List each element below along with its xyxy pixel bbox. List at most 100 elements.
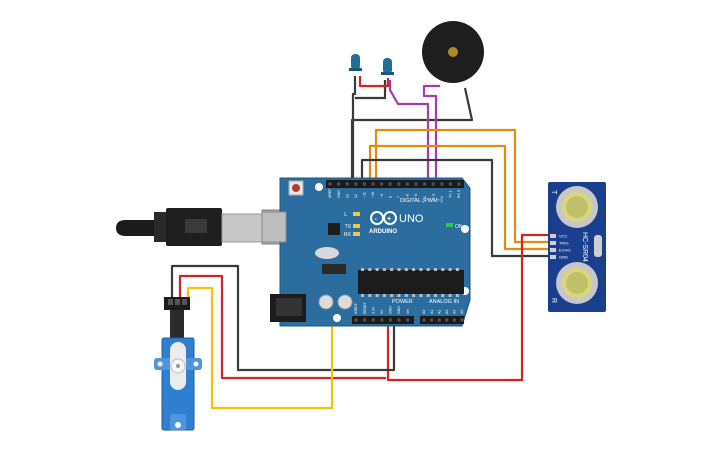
echo-wire [368,144,548,251]
led1-ground-wire [351,76,357,180]
chip-leg [434,294,437,297]
led-1[interactable] [349,54,362,71]
pin-label: Vin [406,309,410,314]
pin-socket[interactable] [362,182,366,186]
pin-socket[interactable] [423,182,427,186]
pin-socket[interactable] [440,182,444,186]
pin-socket[interactable] [445,318,449,322]
sensor-vcc-wire [386,233,548,382]
pin-socket[interactable] [437,318,441,322]
pin-socket[interactable] [448,182,452,186]
led1-red-wire [358,76,390,88]
pin-socket[interactable] [422,318,426,322]
pin-socket[interactable] [457,182,461,186]
pin-label: ~6 [406,194,410,198]
pin-socket[interactable] [388,318,392,322]
pin-socket[interactable] [380,318,384,322]
board-model: UNO [399,213,424,225]
power-label: POWER [392,299,413,305]
pin-label: RESET [363,301,367,314]
chip-leg [455,294,459,297]
buzzer-signal-wire [422,84,440,180]
pin-label: AREF [328,188,332,198]
sensor-pin-label: TRIG [559,241,569,246]
pin-label: ~5 [414,194,418,198]
led-2[interactable] [381,58,394,75]
arduino-logo-icon: - + [370,211,397,225]
chip-leg [390,268,394,271]
chip-leg [419,268,423,271]
sensor-pin-label: VCC [559,234,568,239]
pin-label: GND [397,306,401,314]
servo-gnd-wire [170,264,396,372]
servo-motor[interactable] [154,297,202,431]
chip-leg [397,294,401,297]
pin-socket[interactable] [380,182,384,186]
pin-label: 2 [440,196,444,198]
on-label: ON [455,224,463,230]
pin-label: ~9 [380,194,384,198]
sensor-mark-r: R [550,298,557,303]
pin-label: ~11 [363,192,367,198]
sensor-model: HC-SR04 [581,232,588,262]
sensor-pin[interactable] [550,255,556,259]
chip-leg [448,294,452,297]
svg-text:-: - [375,216,378,223]
pin-socket[interactable] [414,182,418,186]
pin-label: A5 [460,310,464,314]
pin-socket[interactable] [371,182,375,186]
pin-socket[interactable] [354,318,358,322]
pin-socket[interactable] [430,318,434,322]
piezo-buzzer[interactable] [422,21,484,83]
analog-label: ANALOG IN [429,299,459,305]
pin-socket[interactable] [405,182,409,186]
pin-socket[interactable] [397,182,401,186]
pin-label: ~10 [371,192,375,198]
chip-leg [390,294,394,297]
pin-socket[interactable] [431,182,435,186]
microcontroller-chip [358,270,464,294]
chip-leg [441,268,445,271]
pin-label: A3 [445,310,449,314]
chip-leg [375,268,379,271]
chip-leg [361,268,364,271]
chip-leg [375,294,379,297]
pin-socket[interactable] [354,182,358,186]
chip-leg [434,268,437,271]
pin-socket[interactable] [371,318,375,322]
digital-header [326,180,464,188]
sensor-pin[interactable] [550,248,556,252]
sensor-pin[interactable] [550,241,556,245]
pin-socket[interactable] [406,318,410,322]
pin-socket[interactable] [452,318,456,322]
pin-label: GND [389,306,393,314]
pin-socket[interactable] [397,318,401,322]
chip-leg [412,294,416,297]
chip-leg [448,268,452,271]
chip-leg [404,294,408,297]
pin-label: A1 [430,310,434,314]
svg-text:+: + [387,216,391,223]
chip-leg [404,268,408,271]
board-logo-text: ARDUINO [369,229,397,235]
led-label-rx: RX [344,232,352,238]
pin-socket[interactable] [460,318,464,322]
pin-socket[interactable] [328,182,332,186]
pin-socket[interactable] [363,318,367,322]
pin-socket[interactable] [345,182,349,186]
pin-label: 5V [380,309,384,314]
pin-socket[interactable] [337,182,341,186]
pin-socket[interactable] [388,182,392,186]
pin-label: 8 [388,196,392,198]
sensor-gnd-wire [360,158,548,258]
sensor-pin-label: ECHO [559,248,571,253]
pin-label: 12 [354,194,358,198]
sensor-pin[interactable] [550,234,556,238]
pin-label: GND [337,190,341,198]
